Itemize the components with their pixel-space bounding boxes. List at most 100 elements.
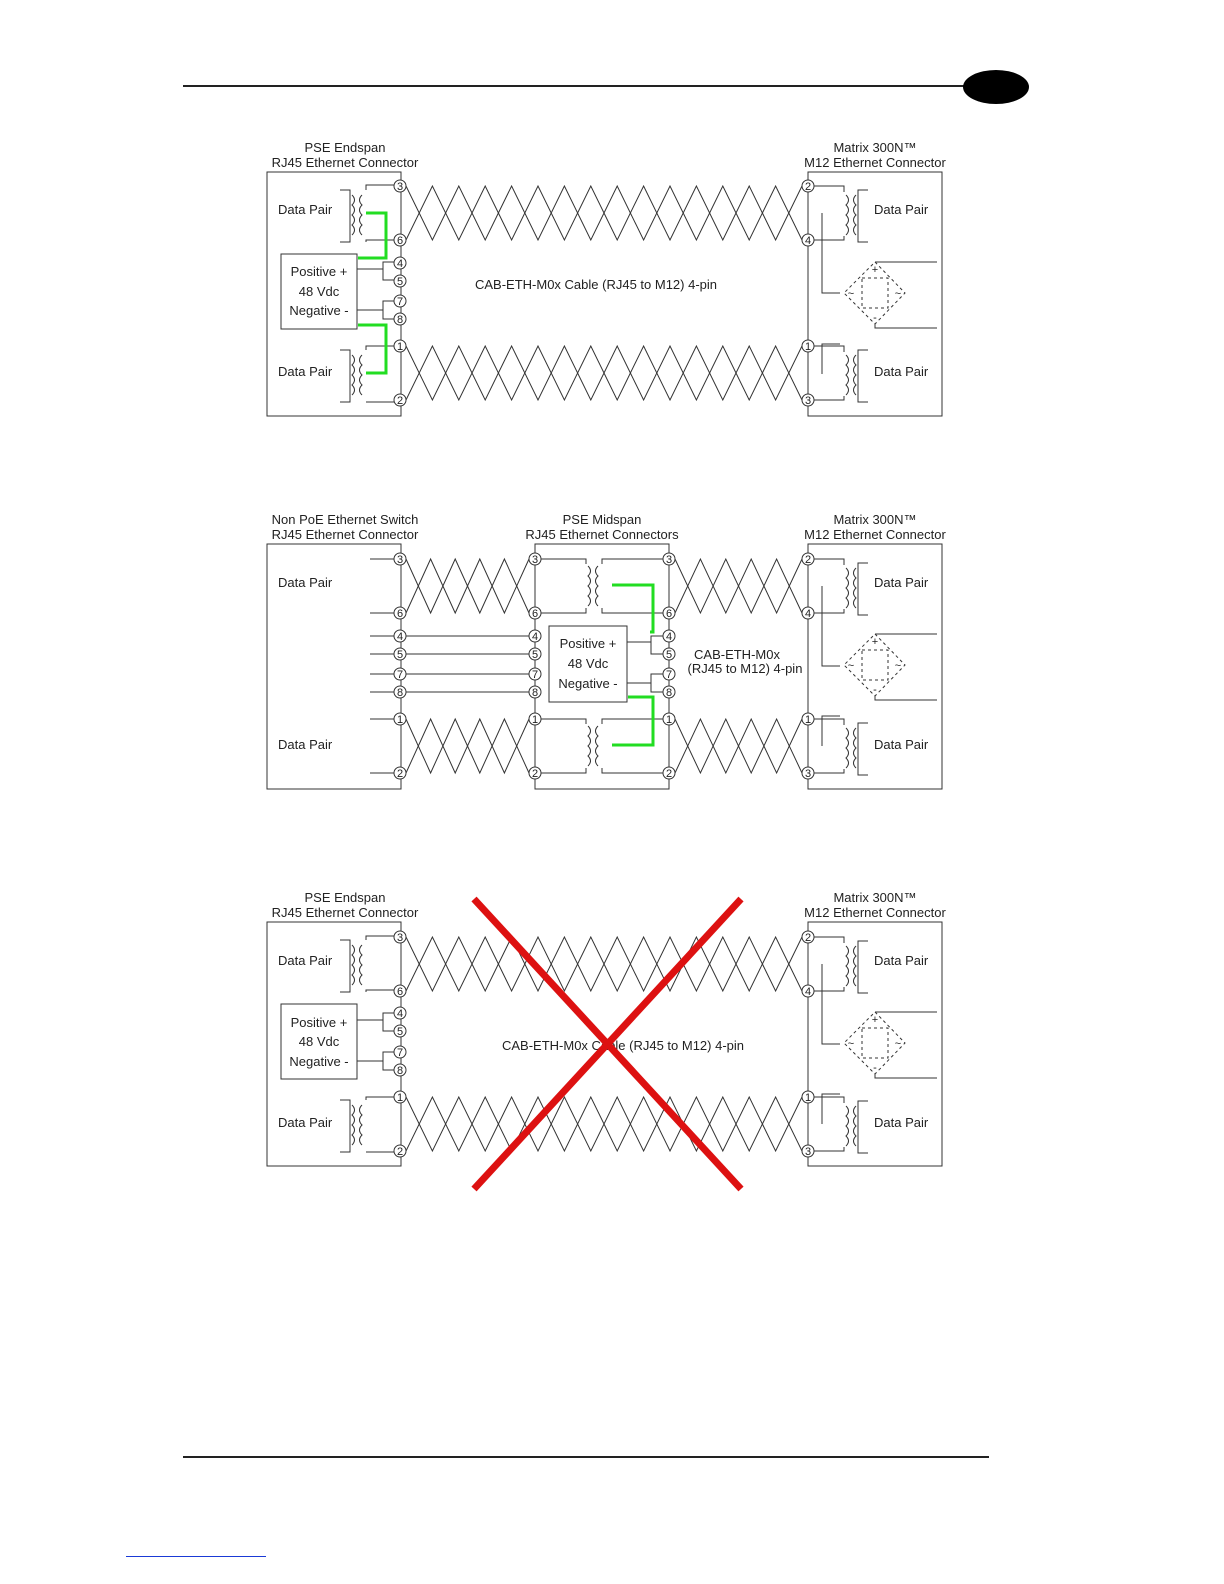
data-pair-label: Data Pair: [278, 364, 333, 379]
twisted-pair-bottom-right: [674, 717, 803, 775]
pin-label: 3: [666, 554, 672, 566]
mid-title-2: RJ45 Ethernet Connectors: [525, 527, 679, 542]
pin-label: 2: [805, 554, 811, 566]
pin-label: 1: [397, 1092, 403, 1104]
footer-rule: [183, 1456, 989, 1458]
pin-label: 4: [666, 631, 672, 643]
twisted-wire-b: [674, 717, 803, 775]
data-pair-label: Data Pair: [278, 202, 333, 217]
left-pin-column: 3 6 4 5 7 8 1 2: [393, 179, 407, 407]
pin-label: 2: [666, 768, 672, 780]
pin-label: 6: [532, 608, 538, 620]
diagram-endspan-wrong: PSE Endspan RJ45 Ethernet Connector Matr…: [266, 890, 946, 1192]
power-wire-negative: [612, 695, 655, 747]
pin-label: 5: [666, 649, 672, 661]
data-pair-label: Data Pair: [278, 953, 333, 968]
pin-label: 3: [397, 181, 403, 193]
right-pin-column: 2 4 1 3: [801, 179, 815, 407]
left-title-1: Non PoE Ethernet Switch: [272, 512, 419, 527]
pin-label: 1: [805, 714, 811, 726]
psu-positive-label: Positive +: [291, 1015, 348, 1030]
data-pair-label: Data Pair: [874, 737, 929, 752]
psu-voltage-label: 48 Vdc: [568, 656, 609, 671]
psu-box: [548, 625, 628, 703]
pin-label: 3: [805, 1146, 811, 1158]
mid-left-pin-column: 3 6 4 5 7 8 1 2: [528, 552, 542, 780]
transformer-icon: [814, 558, 868, 776]
cable-label: CAB-ETH-M0x Cable (RJ45 to M12) 4-pin: [475, 277, 717, 292]
psu-negative-label: Negative -: [289, 303, 348, 318]
pin-label: 5: [397, 276, 403, 288]
right-title-2: M12 Ethernet Connector: [804, 905, 946, 920]
pin-label: 6: [397, 608, 403, 620]
pin-label: 2: [397, 768, 403, 780]
pin-label: 8: [397, 1065, 403, 1077]
pin-label: 4: [532, 631, 538, 643]
psu-negative-label: Negative -: [558, 676, 617, 691]
bridge-mark: ~: [895, 288, 901, 300]
left-title-2: RJ45 Ethernet Connector: [272, 905, 419, 920]
bridge-mark: +: [872, 636, 878, 648]
pse-endspan-box: [266, 171, 402, 417]
pin-label: 3: [805, 395, 811, 407]
pin-label: 4: [805, 608, 811, 620]
left-title-2: RJ45 Ethernet Connector: [272, 527, 419, 542]
m12-connector-box: [807, 543, 943, 790]
twisted-pair-bottom: [405, 1095, 803, 1153]
transformer-icon: [340, 184, 400, 403]
bridge-mark: -: [873, 312, 877, 324]
pin-label: 8: [397, 687, 403, 699]
pin-label: 5: [532, 649, 538, 661]
data-pair-label: Data Pair: [874, 575, 929, 590]
twisted-wire-b: [674, 557, 803, 615]
pin-label: 3: [397, 554, 403, 566]
power-wire-negative: [358, 323, 388, 375]
power-wire-positive: [612, 583, 655, 634]
twisted-pair-top-left: [405, 557, 530, 615]
diagram-midspan: Non PoE Ethernet Switch RJ45 Ethernet Co…: [266, 512, 946, 790]
pin-label: 7: [666, 669, 672, 681]
psu-positive-label: Positive +: [560, 636, 617, 651]
twisted-pair-top: [405, 184, 803, 242]
cable-label: CAB-ETH-M0x Cable (RJ45 to M12) 4-pin: [502, 1038, 744, 1053]
right-title-1: Matrix 300N™: [833, 890, 916, 905]
m12-connector-box: [807, 921, 943, 1167]
pin-label: 2: [805, 181, 811, 193]
m12-connector-box: [807, 171, 943, 417]
twisted-wire-b: [405, 1095, 803, 1153]
data-pair-label: Data Pair: [874, 364, 929, 379]
pin-label: 4: [397, 631, 403, 643]
header-rule: [183, 85, 973, 87]
pin-label: 8: [666, 687, 672, 699]
right-title-1: Matrix 300N™: [833, 512, 916, 527]
twisted-wire-b: [405, 935, 803, 993]
pin-label: 6: [397, 235, 403, 247]
bridge-mark: ~: [895, 1038, 901, 1050]
diagram-endspan: PSE Endspan RJ45 Ethernet Connector Matr…: [266, 140, 946, 417]
pin-label: 5: [397, 649, 403, 661]
pin-label: 2: [397, 395, 403, 407]
pin-label: 1: [805, 1092, 811, 1104]
data-pair-label: Data Pair: [874, 953, 929, 968]
switch-box: [266, 543, 402, 790]
data-pair-label: Data Pair: [874, 202, 929, 217]
bridge-mark: ~: [895, 660, 901, 672]
power-wire-positive: [358, 211, 388, 260]
pin-label: 4: [397, 1008, 403, 1020]
left-pin-column: 3 6 4 5 7 8 1 2: [393, 930, 407, 1158]
bridge-mark: +: [872, 1014, 878, 1026]
psu-voltage-label: 48 Vdc: [299, 284, 340, 299]
psu-negative-label: Negative -: [289, 1054, 348, 1069]
pin-label: 6: [666, 608, 672, 620]
twisted-wire-b: [405, 557, 530, 615]
pse-endspan-box: [266, 921, 402, 1167]
right-pin-column: 2 4 1 3: [801, 552, 815, 780]
twisted-wire-b: [405, 184, 803, 242]
footer-link-underline: [126, 1556, 266, 1557]
cable-label-line-2: (RJ45 to M12) 4-pin: [688, 661, 803, 676]
twisted-wire-b: [405, 344, 803, 402]
psu-box: [280, 253, 358, 330]
pin-label: 2: [532, 768, 538, 780]
pin-label: 8: [532, 687, 538, 699]
